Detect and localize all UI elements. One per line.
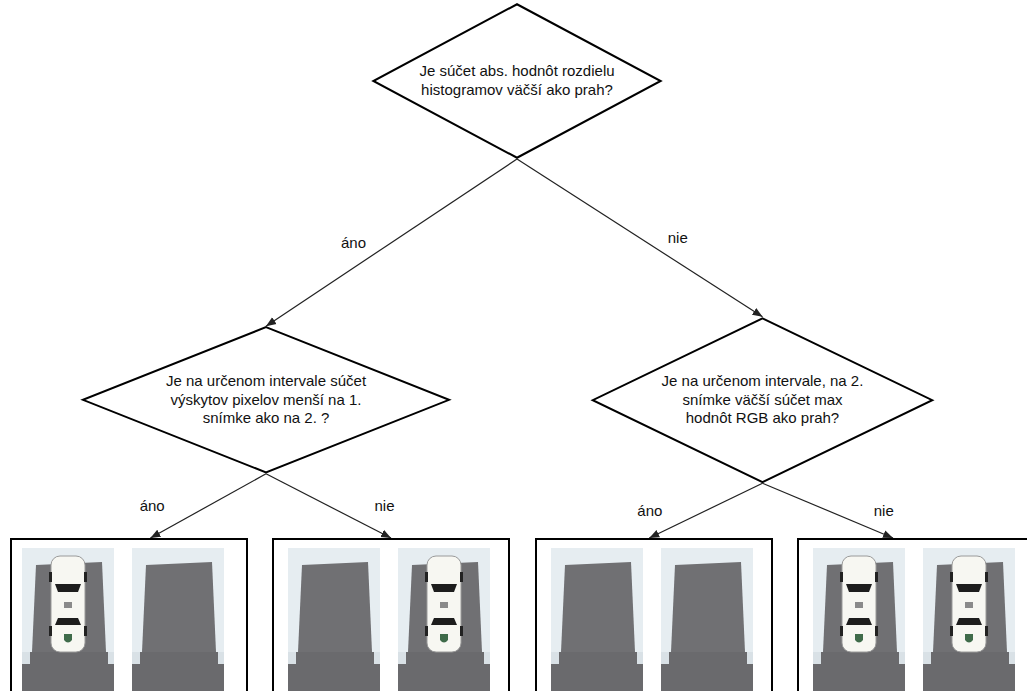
photo-car [398, 548, 490, 691]
diamond-outline [83, 327, 449, 472]
diamond-outline [373, 4, 660, 158]
edge-label: nie [371, 497, 397, 515]
photo-empty [661, 548, 753, 691]
result-box [535, 538, 773, 691]
result-box [272, 538, 510, 691]
photo-car [923, 548, 1015, 691]
edge-label: áno [634, 502, 665, 520]
result-box [797, 538, 1027, 691]
edge-label: nie [665, 229, 691, 247]
node-text: Je na určenom intervale súčet výskytov p… [151, 372, 381, 428]
node-text: Je na určenom intervale, na 2. snímke vä… [658, 372, 868, 428]
decision-arrow [517, 159, 763, 317]
decision-diamond: Je na určenom intervale, na 2. snímke vä… [590, 317, 935, 483]
decision-diamond: Je súčet abs. hodnôt rozdielu histogramo… [371, 3, 663, 159]
edge-label: nie [871, 502, 897, 520]
photo-car [22, 548, 114, 691]
result-box [10, 538, 248, 691]
edge-label: áno [338, 234, 369, 252]
photo-car [813, 548, 905, 691]
decision-arrow [266, 159, 517, 326]
decision-arrow [649, 483, 762, 538]
decision-arrow [150, 474, 266, 538]
diamond-outline [593, 318, 932, 482]
decision-diamond: Je na určenom intervale súčet výskytov p… [80, 326, 452, 474]
photo-empty [288, 548, 380, 691]
photo-empty [132, 548, 224, 691]
photo-empty [551, 548, 643, 691]
node-text: Je súčet abs. hodnôt rozdielu histogramo… [417, 62, 617, 100]
edge-label: áno [137, 497, 168, 515]
